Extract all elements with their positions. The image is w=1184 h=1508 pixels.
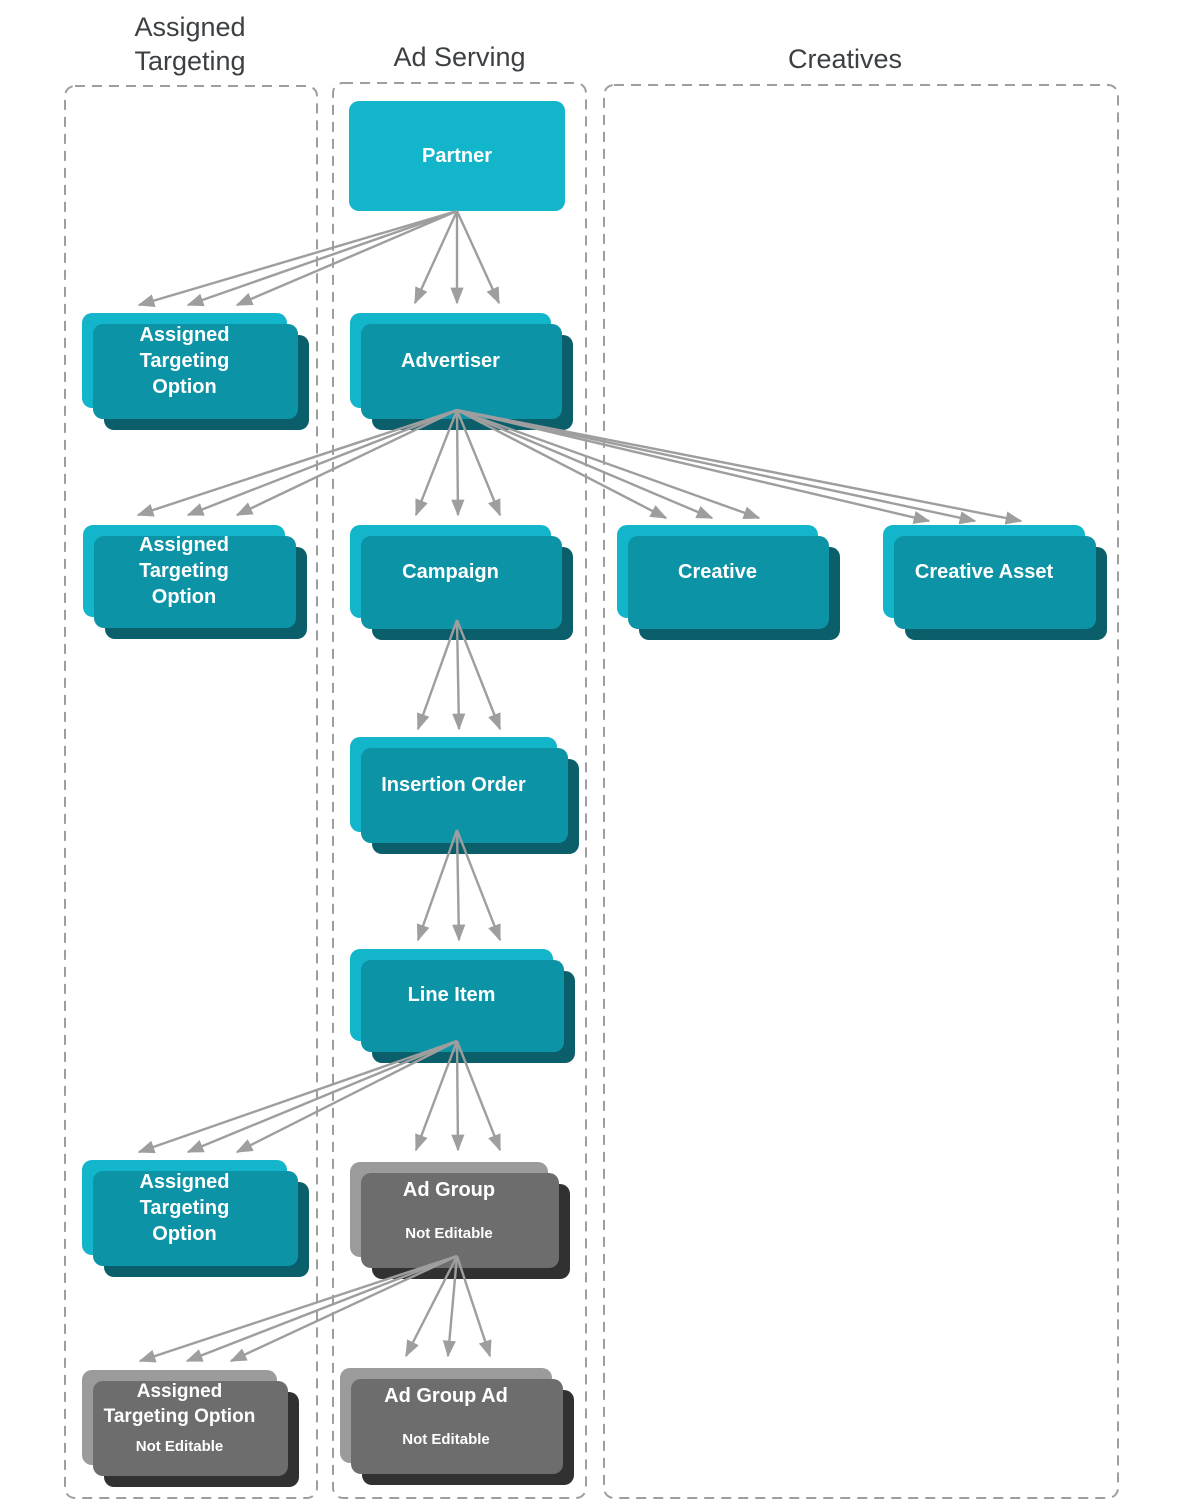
creatives-column-border <box>603 84 1119 1499</box>
node-assigned-targeting-option-advertiser: Assigned Targeting Option <box>83 525 285 617</box>
node-assigned-targeting-option-partner: Assigned Targeting Option <box>82 313 287 408</box>
node-label: Assigned Targeting Option <box>138 534 230 608</box>
node-label: Assigned Targeting Option <box>139 1170 230 1245</box>
ad-serving-column-border <box>332 82 587 1499</box>
not-editable-badge: Not Editable <box>402 1430 490 1448</box>
node-campaign: Campaign <box>350 525 551 618</box>
node-label: Ad Group Ad <box>384 1384 508 1407</box>
node-ad-group: Ad Group Not Editable <box>350 1162 548 1257</box>
node-partner: Partner <box>349 101 565 211</box>
not-editable-badge: Not Editable <box>135 1438 224 1455</box>
node-creative: Creative <box>617 525 818 618</box>
column-title-creatives: Creatives <box>787 44 903 74</box>
node-label: Creative <box>678 560 757 583</box>
node-advertiser: Advertiser <box>350 313 551 408</box>
column-title-assigned-targeting: Assigned Targeting <box>134 12 246 76</box>
node-label: Campaign <box>402 560 499 583</box>
node-ad-group-ad: Ad Group Ad Not Editable <box>340 1368 552 1463</box>
node-partner-label: Partner <box>421 145 493 167</box>
node-label: Ad Group <box>402 1178 496 1201</box>
node-label: Assigned Targeting Option <box>139 323 230 398</box>
node-assigned-targeting-option-line-item: Assigned Targeting Option <box>82 1160 287 1255</box>
node-label: Creative Asset <box>914 560 1054 583</box>
node-line-item: Line Item <box>350 949 553 1041</box>
assigned-targeting-column-border <box>64 85 318 1499</box>
column-title-ad-serving: Ad Serving <box>393 42 526 72</box>
node-label: Insertion Order <box>381 773 526 796</box>
node-insertion-order: Insertion Order <box>350 737 557 832</box>
node-label: Line Item <box>407 984 496 1006</box>
node-label: Assigned Targeting Option <box>103 1381 256 1427</box>
node-assigned-targeting-option-ad-group: Assigned Targeting Option Not Editable <box>82 1370 277 1465</box>
not-editable-badge: Not Editable <box>405 1224 493 1242</box>
node-creative-asset: Creative Asset <box>883 525 1085 618</box>
node-label: Advertiser <box>401 349 500 372</box>
